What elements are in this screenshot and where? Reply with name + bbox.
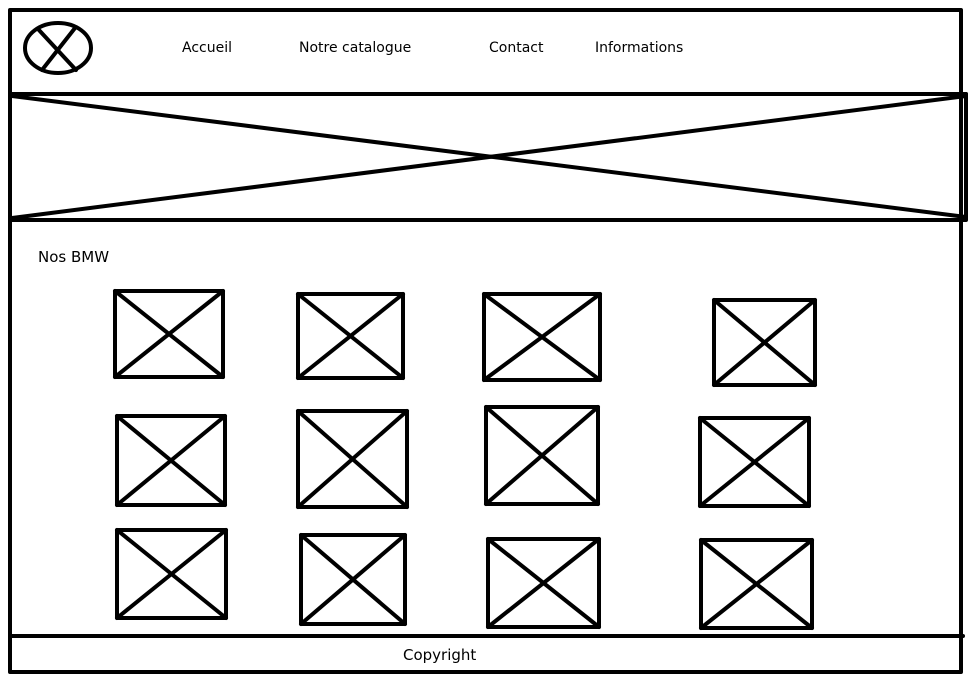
product-image-placeholder-icon[interactable] — [115, 528, 228, 620]
logo-placeholder-icon[interactable] — [23, 21, 93, 75]
page-frame — [8, 8, 963, 674]
product-image-placeholder-icon[interactable] — [296, 409, 409, 509]
product-image-placeholder-icon[interactable] — [115, 414, 227, 507]
product-image-placeholder-icon[interactable] — [486, 537, 601, 629]
footer-copyright: Copyright — [403, 646, 477, 664]
product-image-placeholder-icon[interactable] — [698, 416, 811, 508]
product-image-placeholder-icon[interactable] — [699, 538, 814, 630]
product-grid — [113, 289, 817, 630]
product-image-placeholder-icon[interactable] — [712, 298, 817, 387]
section-title: Nos BMW — [38, 248, 110, 266]
nav-link-informations[interactable]: Informations — [595, 40, 684, 56]
product-image-placeholder-icon[interactable] — [482, 292, 602, 382]
nav-link-catalogue[interactable]: Notre catalogue — [299, 40, 412, 56]
product-image-placeholder-icon[interactable] — [296, 292, 405, 380]
nav-link-accueil[interactable]: Accueil — [182, 40, 232, 56]
banner-image-placeholder-icon — [8, 92, 968, 222]
product-image-placeholder-icon[interactable] — [113, 289, 225, 379]
product-image-placeholder-icon[interactable] — [484, 405, 600, 506]
nav-link-contact[interactable]: Contact — [489, 40, 544, 56]
product-image-placeholder-icon[interactable] — [299, 533, 407, 626]
